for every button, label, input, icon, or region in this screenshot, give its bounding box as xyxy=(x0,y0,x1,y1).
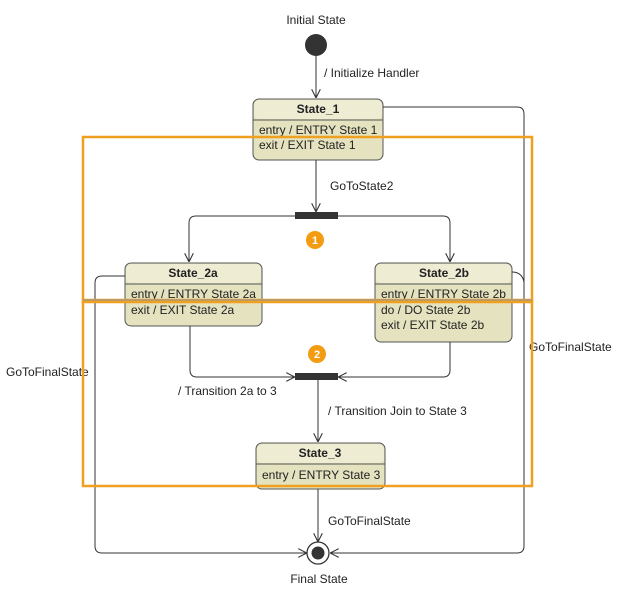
state-2b-action: entry / ENTRY State 2b xyxy=(381,287,506,301)
goto-final-right-label: GoToFinalState xyxy=(529,340,612,354)
state-1-action: exit / EXIT State 1 xyxy=(259,138,356,152)
state-2a-action: exit / EXIT State 2a xyxy=(131,303,234,317)
state-2a[interactable]: State_2a entry / ENTRY State 2a exit / E… xyxy=(124,262,263,327)
state-2a-action: entry / ENTRY State 2a xyxy=(131,287,256,301)
edge-fork-to-state2a xyxy=(189,215,295,261)
badge-1-text: 1 xyxy=(312,235,318,247)
edge-state2a-to-final xyxy=(94,275,306,553)
final-state-inner xyxy=(311,546,325,560)
state-3[interactable]: State_3 entry / ENTRY State 3 xyxy=(255,442,386,490)
init-transition-label: / Initialize Handler xyxy=(324,66,419,80)
edge-state2b-to-join xyxy=(339,342,451,377)
state-2a-title: State_2a xyxy=(168,266,218,280)
join-bar[interactable] xyxy=(295,373,338,380)
state-1[interactable]: State_1 entry / ENTRY State 1 exit / EXI… xyxy=(252,98,384,161)
edge-state2a-to-join xyxy=(189,326,294,377)
goto-final-bottom-label: GoToFinalState xyxy=(328,514,411,528)
goto-final-left-label: GoToFinalState xyxy=(6,365,89,379)
state-2b-title: State_2b xyxy=(419,266,469,280)
transition-2a-to-3-label: / Transition 2a to 3 xyxy=(178,384,277,398)
edge-state2b-to-final xyxy=(511,271,525,283)
fork-bar[interactable] xyxy=(295,212,338,219)
state-1-title: State_1 xyxy=(297,102,340,116)
badge-2: 2 xyxy=(308,345,326,363)
badge-1: 1 xyxy=(306,231,324,249)
state-1-action: entry / ENTRY State 1 xyxy=(259,123,378,137)
transition-join-label: / Transition Join to State 3 xyxy=(328,404,467,418)
highlight-region-1 xyxy=(81,135,534,304)
state-3-action: entry / ENTRY State 3 xyxy=(262,468,381,482)
state-2b-action: exit / EXIT State 2b xyxy=(381,318,484,332)
final-state-label: Final State xyxy=(290,572,348,586)
goto-state2-label: GoToState2 xyxy=(330,179,394,193)
state-2b-action: do / DO State 2b xyxy=(381,303,471,317)
state-2b[interactable]: State_2b entry / ENTRY State 2b do / DO … xyxy=(374,262,513,343)
badge-2-text: 2 xyxy=(314,349,320,361)
edge-fork-to-state2b xyxy=(338,215,450,261)
initial-state-label: Initial State xyxy=(286,13,346,27)
initial-state-node[interactable] xyxy=(305,34,327,56)
edge-state1-to-final xyxy=(331,106,525,553)
state-3-title: State_3 xyxy=(299,446,342,460)
